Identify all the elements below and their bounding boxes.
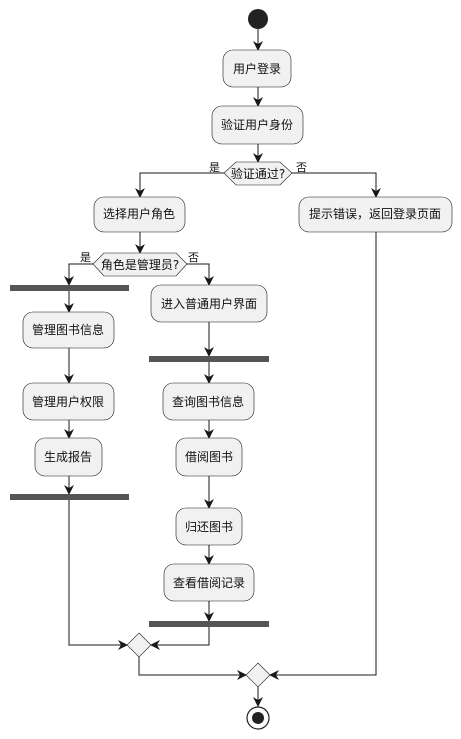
decision-verify-ok: 验证通过? [223, 161, 293, 186]
node-enter-ui-label: 进入普通用户界面 [161, 296, 257, 311]
node-manage-books-label: 管理图书信息 [32, 322, 104, 337]
node-select-role: 选择用户角色 [93, 196, 186, 233]
node-borrow: 借阅图书 [175, 437, 243, 477]
node-error-label: 提示错误，返回登录页面 [309, 206, 441, 221]
node-report-label: 生成报告 [44, 449, 92, 464]
decision-is-admin-label: 角色是管理员? [101, 257, 179, 272]
node-login-label: 用户登录 [233, 61, 281, 76]
node-return-books-label: 归还图书 [185, 520, 233, 534]
node-query-books-label: 查询图书信息 [172, 394, 244, 409]
node-query-books: 查询图书信息 [162, 382, 255, 421]
join-bar-admin [10, 494, 129, 500]
node-history: 查看借阅记录 [163, 563, 255, 602]
node-verify: 验证用户身份 [211, 105, 304, 145]
decision-is-admin: 角色是管理员? [92, 252, 188, 277]
node-enter-ui: 进入普通用户界面 [150, 284, 268, 323]
node-login: 用户登录 [222, 49, 292, 88]
node-borrow-label: 借阅图书 [185, 450, 233, 464]
node-select-role-label: 选择用户角色 [103, 206, 175, 221]
node-error: 提示错误，返回登录页面 [298, 196, 453, 233]
branch-verify-yes: 是 [209, 161, 220, 174]
fork-bar-user [149, 356, 269, 362]
end-node [246, 706, 270, 730]
join-bar-user [149, 621, 269, 627]
merge-diamond-final [245, 662, 271, 688]
decision-verify-ok-label: 验证通过? [231, 166, 285, 181]
node-manage-perms: 管理用户权限 [22, 382, 115, 421]
merge-diamond-roles [126, 632, 152, 658]
node-verify-label: 验证用户身份 [221, 117, 293, 132]
node-return-books: 归还图书 [175, 507, 243, 546]
edges [64, 29, 381, 707]
branch-verify-no: 否 [296, 161, 307, 174]
node-manage-books: 管理图书信息 [22, 311, 115, 349]
node-manage-perms-label: 管理用户权限 [32, 394, 104, 409]
branch-admin-no: 否 [188, 251, 199, 264]
start-node [248, 9, 268, 29]
branch-admin-yes: 是 [80, 251, 91, 264]
node-report: 生成报告 [34, 437, 103, 477]
node-history-label: 查看借阅记录 [173, 576, 245, 590]
fork-bar-admin [10, 285, 129, 291]
